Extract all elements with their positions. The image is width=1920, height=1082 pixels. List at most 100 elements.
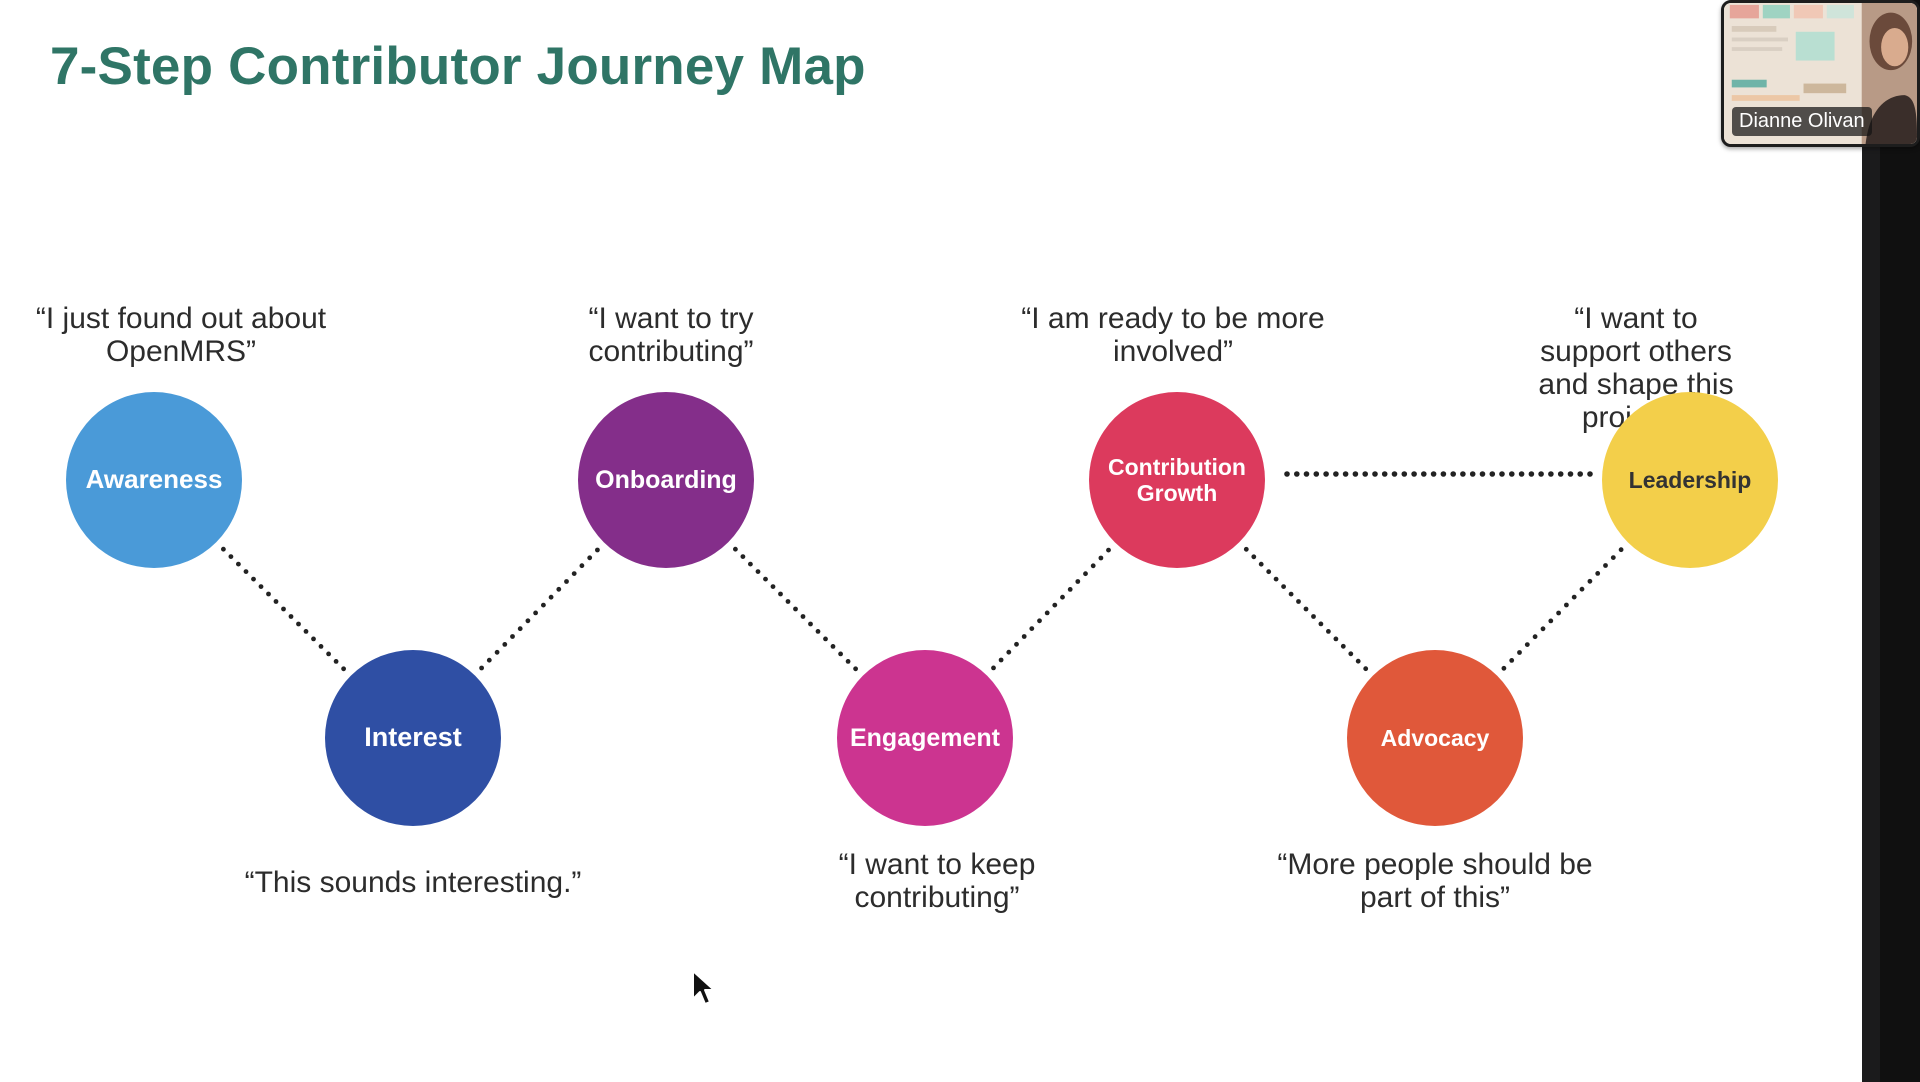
- connector-dot: [333, 659, 339, 664]
- connector-dot: [1106, 547, 1111, 553]
- connector-dot: [525, 618, 531, 624]
- connector-dot: [1517, 650, 1522, 655]
- connector-dot: [1021, 634, 1027, 639]
- connector-dot: [1610, 555, 1616, 560]
- connector-dot: [1411, 471, 1417, 477]
- connector-dot: [266, 591, 271, 597]
- connector-dot: [494, 649, 500, 655]
- stage-node-contribution-growth: Contribution Growth: [1089, 392, 1265, 568]
- connector-dot: [1603, 563, 1608, 568]
- connector-dot: [1288, 591, 1294, 597]
- connector-dot: [748, 561, 753, 567]
- connector-dot: [1273, 576, 1279, 582]
- stage-label: Contribution Growth: [1108, 453, 1246, 506]
- connector-dot: [1284, 471, 1290, 477]
- stage-label: Advocacy: [1380, 724, 1490, 751]
- connector-dot: [1075, 579, 1081, 584]
- connector-dot: [243, 569, 249, 574]
- connector-dot: [778, 591, 783, 597]
- connector-dot: [1294, 471, 1300, 477]
- connector-dot: [541, 602, 546, 608]
- connector-dot: [1571, 594, 1577, 600]
- connector-line-5: [1501, 547, 1624, 671]
- connector-dot: [1595, 571, 1601, 576]
- connector-dot: [1037, 618, 1042, 624]
- connector-dot: [1313, 471, 1320, 477]
- connector-dot: [1258, 561, 1264, 567]
- connector-dot: [1528, 471, 1535, 477]
- connector-dot: [326, 651, 331, 657]
- connector-dot: [1548, 471, 1554, 477]
- connector-dot: [763, 576, 768, 582]
- connector-dot: [296, 621, 301, 627]
- connector-dot: [1342, 471, 1349, 477]
- stage-node-engagement: Engagement: [837, 650, 1013, 826]
- connector-dot: [1524, 642, 1530, 647]
- video-call-tile[interactable]: Dianne Olivan: [1721, 0, 1920, 147]
- stage-label: Leadership: [1628, 466, 1752, 493]
- connector-dot: [311, 636, 316, 642]
- connector-line-0: [221, 546, 346, 672]
- connector-dot: [595, 547, 600, 553]
- stage-node-onboarding: Onboarding: [578, 392, 754, 568]
- stage-label: Onboarding: [595, 465, 737, 494]
- connector-dot: [1355, 658, 1361, 664]
- connector-dot: [1401, 471, 1408, 477]
- connector-dot: [991, 665, 996, 671]
- stage-node-advocacy: Advocacy: [1347, 650, 1523, 826]
- connector-dot: [228, 554, 234, 559]
- connector-dot: [1006, 649, 1012, 655]
- connector-dot: [1014, 641, 1019, 647]
- connector-dot: [221, 546, 226, 552]
- connector-dot: [1296, 599, 1301, 604]
- connector-dot: [1548, 618, 1554, 624]
- connector-dot: [1499, 471, 1505, 477]
- connector-dot: [533, 610, 538, 616]
- connector-dot: [556, 586, 562, 592]
- connector-dot: [1090, 563, 1096, 569]
- connector-dot: [808, 621, 813, 627]
- connector-dot: [1509, 471, 1515, 477]
- connector-dot: [251, 576, 256, 582]
- connector-dot: [830, 644, 836, 649]
- connector-dot: [1060, 594, 1065, 600]
- connector-dot: [1469, 471, 1476, 477]
- connector-dot: [1340, 643, 1346, 649]
- connector-dot: [853, 666, 858, 672]
- connector-dot: [1579, 586, 1585, 592]
- connector-dot: [1430, 471, 1437, 477]
- connector-dot: [1303, 606, 1309, 612]
- connector-dot: [785, 599, 791, 604]
- stage-label: Awareness: [85, 464, 223, 495]
- connector-dot: [1567, 471, 1574, 477]
- connector-dot: [1363, 666, 1369, 672]
- mouse-cursor-icon: [692, 970, 715, 1005]
- connector-dot: [1557, 471, 1564, 477]
- connector-dot: [1540, 626, 1546, 632]
- stage-node-interest: Interest: [325, 650, 501, 826]
- connector-dot: [587, 555, 593, 561]
- connector-dot: [236, 561, 241, 567]
- connector-dot: [1460, 471, 1466, 477]
- connector-dot: [1311, 614, 1316, 619]
- connector-dot: [1450, 471, 1456, 477]
- connector-dot: [579, 563, 585, 569]
- connector-line-3: [991, 547, 1111, 671]
- connector-dot: [1518, 471, 1525, 477]
- connector-dot: [341, 666, 346, 672]
- connector-dot: [1501, 665, 1507, 671]
- connector-dot: [1587, 578, 1593, 584]
- connector-dot: [1362, 471, 1368, 477]
- stage-quote-awareness: “I just found out about OpenMRS”: [35, 302, 327, 368]
- connector-dot: [1266, 569, 1272, 575]
- stage-quote-contribution-growth: “I am ready to be more involved”: [1021, 302, 1325, 368]
- connector-dot: [1489, 471, 1496, 477]
- connector-dot: [740, 554, 746, 559]
- connector-dot: [1251, 554, 1257, 560]
- stage-quote-onboarding: “I want to try contributing”: [588, 302, 754, 368]
- stage-quote-advocacy: “More people should be part of this”: [1277, 848, 1593, 914]
- connector-dot: [733, 546, 738, 552]
- journey-connectors: [221, 471, 1624, 672]
- connector-dot: [1538, 471, 1544, 477]
- connector-dot: [1440, 471, 1447, 477]
